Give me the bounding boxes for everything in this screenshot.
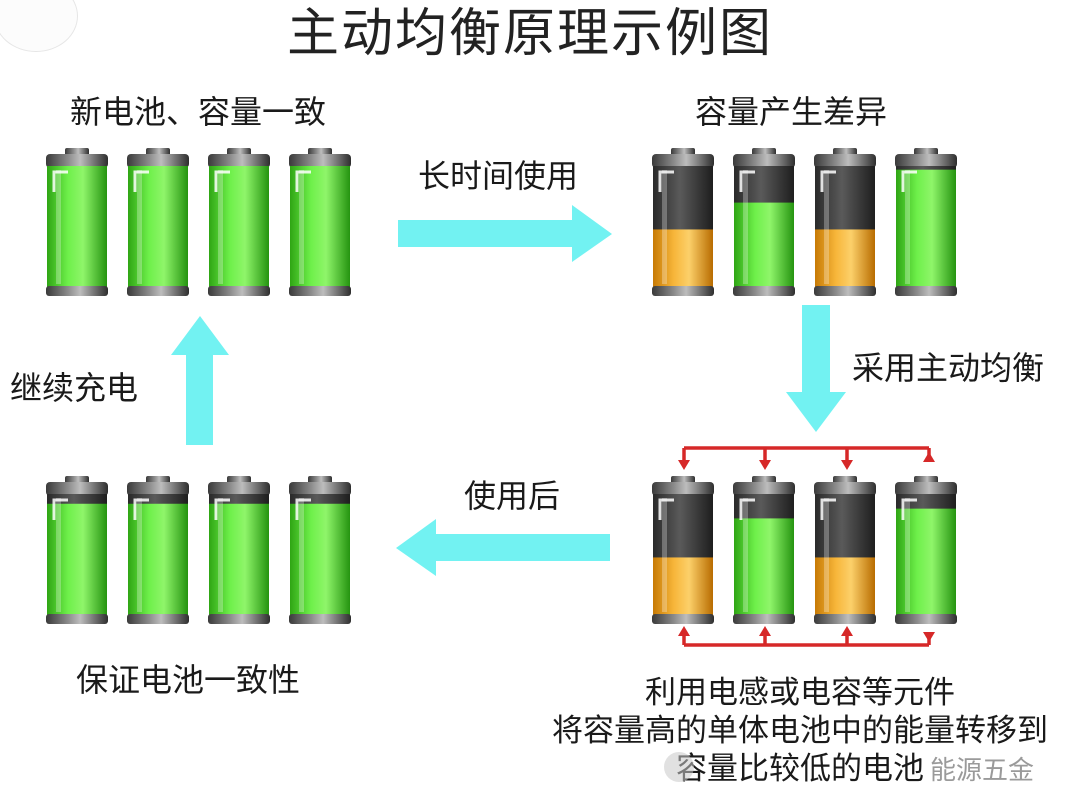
battery-groups [46,148,957,624]
description-line: 将容量高的单体电池中的能量转移到 [552,713,1048,749]
battery-icon [208,476,270,624]
battery-icon [814,476,876,624]
battery-icon [895,476,957,624]
battery-charge-fill [47,503,107,616]
battery-charge-fill [128,166,188,288]
battery-icon [289,148,351,296]
description-line: 容量比较低的电池 [676,751,924,787]
label-continue-charge: 继续充电 [10,369,139,407]
battery-charge-fill [290,503,350,616]
description-text: 利用电感或电容等元件 将容量高的单体电池中的能量转移到 容量比较低的电池 [520,674,1080,788]
battery-icon [289,476,351,624]
battery-icon [733,148,795,296]
battery-icon [733,476,795,624]
battery-charge-fill [734,518,794,616]
battery-charge-fill [815,229,875,288]
label-long-use: 长时间使用 [418,157,579,195]
battery-icon [895,148,957,296]
battery-charge-fill [896,169,956,288]
battery-icon [46,476,108,624]
battery-icon [127,476,189,624]
watermark-text: 能源五金 [660,750,1034,787]
arrow-right-icon [398,205,612,262]
group-balancing [652,476,957,624]
arrow-down-icon [786,305,846,432]
watermark-logo-icon [664,752,694,782]
battery-charge-fill [653,557,713,616]
watermark-label: 能源五金 [930,756,1035,786]
arrow-left-icon [396,519,610,576]
battery-icon [127,148,189,296]
arrow-up-icon [171,316,229,445]
battery-charge-fill [209,166,269,288]
label-active-balance: 采用主动均衡 [852,349,1045,387]
label-keep-consistent: 保证电池一致性 [76,661,301,699]
page-title: 主动均衡原理示例图 [286,4,773,64]
battery-charge-fill [209,503,269,616]
battery-charge-fill [47,166,107,288]
group-new [46,148,351,296]
group-diff [652,148,957,296]
battery-charge-fill [734,202,794,288]
balancing-arrows [678,446,935,647]
flow-arrows [171,205,846,576]
battery-charge-fill [290,166,350,288]
group-after [46,476,351,624]
battery-icon [652,148,714,296]
label-capacity-diff: 容量产生差异 [695,93,888,131]
label-after-use: 使用后 [464,477,561,515]
battery-charge-fill [128,503,188,616]
label-new-batteries: 新电池、容量一致 [70,93,327,131]
battery-icon [208,148,270,296]
battery-icon [814,148,876,296]
battery-icon [46,148,108,296]
battery-charge-fill [815,557,875,616]
battery-charge-fill [653,229,713,288]
battery-icon [652,476,714,624]
description-line: 利用电感或电容等元件 [645,675,955,711]
battery-charge-fill [896,508,956,616]
